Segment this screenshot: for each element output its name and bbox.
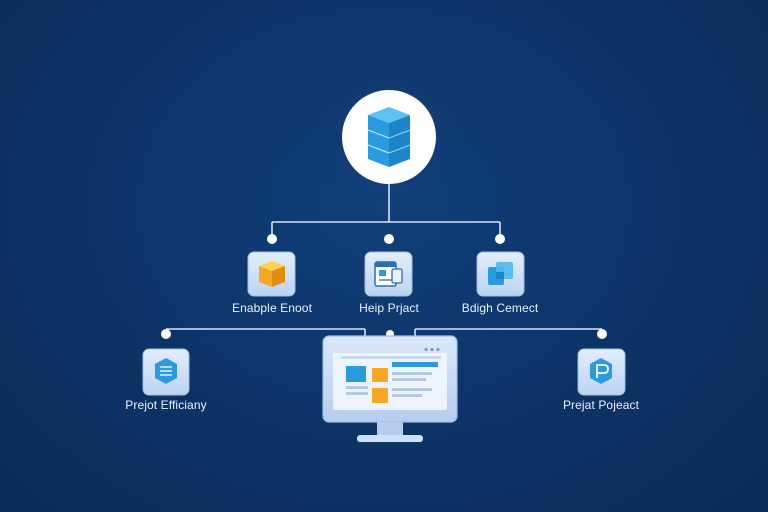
level1-label-center: Heip Prjact: [359, 301, 419, 315]
connector-dot-center: [384, 234, 394, 244]
connector-dot-right: [495, 234, 505, 244]
connector-dot-left: [267, 234, 277, 244]
connector-dot-far-left: [161, 329, 171, 339]
monitor-dashboard-icon: [322, 335, 458, 442]
level1-node-right[interactable]: [476, 251, 525, 297]
level1-node-left[interactable]: [247, 251, 296, 297]
level2-node-right[interactable]: [577, 348, 626, 396]
level2-node-left[interactable]: [142, 348, 190, 396]
connectors-level2: [165, 328, 603, 336]
server-stack-icon: [367, 107, 411, 167]
level1-label-left: Enabple Enoot: [231, 301, 313, 315]
layered-squares-icon: [488, 262, 513, 285]
connector-dot-far-right: [597, 329, 607, 339]
level1-node-center[interactable]: [364, 251, 413, 297]
hexagon-list-icon: [155, 358, 177, 384]
level1-label-right: Bdigh Cemect: [461, 301, 539, 315]
hexagon-p-icon: [590, 358, 612, 384]
level2-node-center[interactable]: [322, 335, 458, 442]
level2-label-left: Prejot Efficiany: [125, 398, 207, 412]
cube-icon: [259, 261, 285, 287]
connector-dots-level1: [267, 234, 505, 244]
root-node[interactable]: [342, 90, 436, 184]
level2-label-right: Prejat Pojeact: [562, 398, 640, 412]
window-document-icon: [374, 261, 403, 287]
